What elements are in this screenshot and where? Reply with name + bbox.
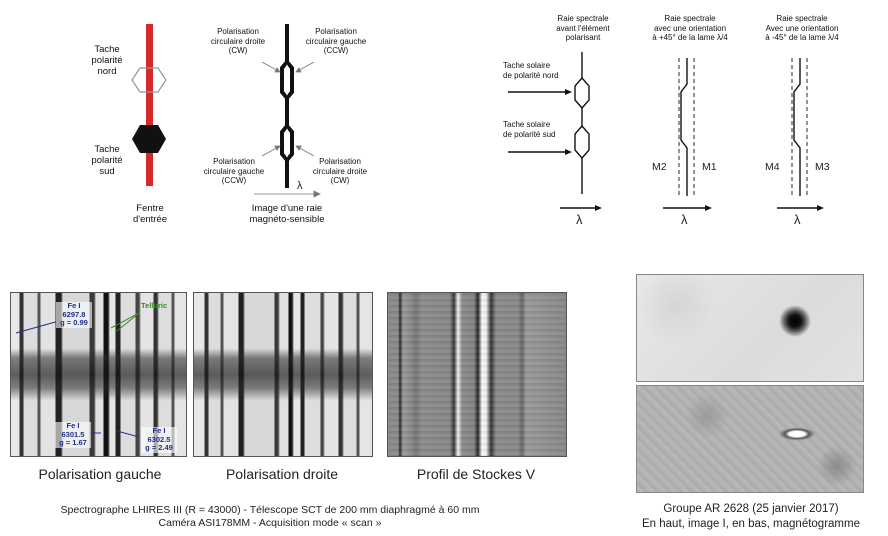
- entrance-slit: [146, 24, 153, 186]
- right-diagram-graphics: [508, 52, 824, 211]
- stokes-v-profile: [387, 292, 567, 457]
- south-spot-hexagon: [132, 125, 166, 153]
- lambda-label-left: λ: [297, 180, 303, 192]
- spectrum-right-polarisation: [193, 292, 373, 457]
- sun-intensity-image: [636, 274, 864, 382]
- m1-label: M1: [702, 161, 717, 173]
- sun-magnetogram-image: [636, 385, 864, 493]
- left-diagram-graphics: [131, 24, 321, 198]
- m4-label: M4: [765, 161, 780, 173]
- caption-right-polarisation: Polarisation droite: [225, 466, 339, 482]
- caption-stokes-v: Profil de Stockes V: [416, 466, 536, 482]
- north-spot-hexagon: [131, 67, 167, 93]
- sun-caption: Groupe AR 2628 (25 janvier 2017)En haut,…: [642, 503, 860, 530]
- instrument-footer: Spectrographe LHIRES III (R = 43000) - T…: [60, 504, 480, 529]
- m3-label: M3: [815, 161, 830, 173]
- m2-label: M2: [652, 161, 667, 173]
- telluric-label: Telluric: [141, 301, 168, 310]
- spectrum-annotation-lines: [15, 312, 140, 438]
- lambda-label-3: λ: [794, 212, 801, 227]
- lambda-label-2: λ: [681, 212, 688, 227]
- lambda-label-1: λ: [576, 212, 583, 227]
- caption-left-polarisation: Polarisation gauche: [38, 466, 162, 482]
- split-spectral-line: [280, 24, 294, 188]
- annotation-arrows: [254, 61, 321, 198]
